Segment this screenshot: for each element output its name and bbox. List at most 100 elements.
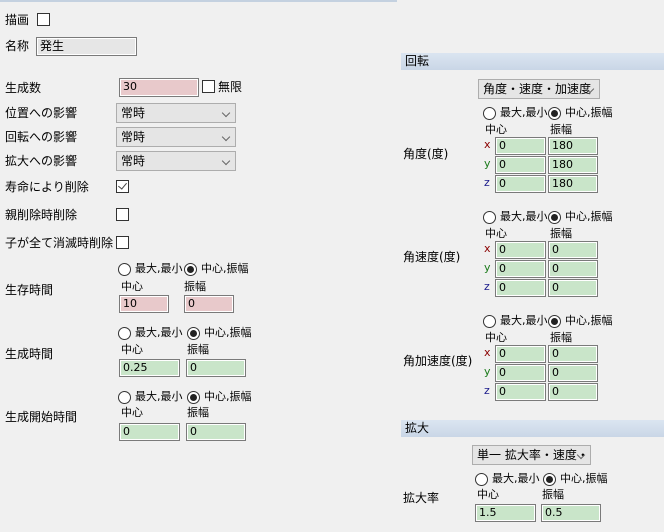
amplitude-col-label: 振幅	[550, 227, 572, 240]
spawn-start-radio-minmax[interactable]	[118, 391, 131, 404]
name-input[interactable]: 発生	[36, 37, 137, 56]
position-effect-label: 位置への影響	[5, 106, 78, 120]
position-effect-value: 常時	[121, 106, 146, 120]
spawn-count-input[interactable]: 30	[119, 78, 199, 97]
angle-z-center-input[interactable]: 0	[495, 175, 546, 193]
rotation-effect-select[interactable]: 常時	[116, 127, 236, 147]
remove-on-parent-checkbox[interactable]	[116, 208, 129, 221]
radio-center-label: 中心,振幅	[201, 262, 249, 275]
angacc-x-center-input[interactable]: 0	[495, 345, 546, 363]
scale-rate-amplitude-input[interactable]: 0.5	[541, 504, 601, 522]
scale-rate-radio-minmax[interactable]	[475, 473, 488, 486]
angle-radio-center[interactable]	[548, 107, 561, 120]
position-effect-select[interactable]: 常時	[116, 103, 236, 123]
lifetime-center-input[interactable]: 10	[119, 295, 169, 313]
x-axis-label: x	[484, 242, 491, 255]
z-axis-label: z	[484, 384, 490, 397]
angvel-x-amplitude-input[interactable]: 0	[548, 241, 598, 259]
angle-label: 角度(度)	[403, 147, 449, 161]
angle-x-center-input[interactable]: 0	[495, 137, 546, 155]
scale-rate-center-input[interactable]: 1.5	[475, 504, 536, 522]
amplitude-col-label: 振幅	[184, 280, 206, 293]
spawn-start-radio-center[interactable]	[187, 391, 200, 404]
angle-x-amplitude-input[interactable]: 180	[548, 137, 598, 155]
angular-accel-radio-minmax[interactable]	[483, 315, 496, 328]
chevron-down-icon	[221, 132, 231, 142]
spawn-start-label: 生成開始時間	[5, 410, 78, 424]
center-col-label: 中心	[121, 280, 143, 293]
spawn-start-center-input[interactable]: 0	[119, 423, 180, 441]
y-axis-label: y	[484, 261, 491, 274]
center-col-label: 中心	[477, 488, 499, 501]
remove-by-life-checkbox[interactable]	[116, 180, 129, 193]
angvel-x-center-input[interactable]: 0	[495, 241, 546, 259]
angle-z-amplitude-input[interactable]: 180	[548, 175, 598, 193]
spawn-time-radio-minmax[interactable]	[118, 327, 131, 340]
amplitude-col-label: 振幅	[550, 123, 572, 136]
rotation-mode-select[interactable]: 角度・速度・加速度	[478, 79, 600, 99]
z-axis-label: z	[484, 280, 490, 293]
center-col-label: 中心	[485, 123, 507, 136]
radio-center-label: 中心,振幅	[204, 390, 252, 403]
rotation-mode-value: 角度・速度・加速度	[483, 82, 592, 96]
top-divider	[0, 0, 397, 2]
radio-minmax-label: 最大,最小	[135, 326, 183, 339]
x-axis-label: x	[484, 346, 491, 359]
radio-center-label: 中心,振幅	[565, 106, 613, 119]
amplitude-col-label: 振幅	[187, 406, 209, 419]
angle-radio-minmax[interactable]	[483, 107, 496, 120]
radio-center-label: 中心,振幅	[565, 210, 613, 223]
amplitude-col-label: 振幅	[187, 343, 209, 356]
amplitude-col-label: 振幅	[542, 488, 564, 501]
lifetime-amplitude-input[interactable]: 0	[184, 295, 234, 313]
infinite-checkbox[interactable]	[202, 80, 215, 93]
remove-on-parent-label: 親削除時削除	[5, 208, 78, 222]
lifetime-radio-minmax[interactable]	[118, 263, 131, 276]
center-col-label: 中心	[485, 227, 507, 240]
angacc-z-center-input[interactable]: 0	[495, 383, 546, 401]
spawn-time-radio-center[interactable]	[187, 327, 200, 340]
angle-y-center-input[interactable]: 0	[495, 156, 546, 174]
angular-velocity-radio-center[interactable]	[548, 211, 561, 224]
angular-velocity-radio-minmax[interactable]	[483, 211, 496, 224]
lifetime-radio-center[interactable]	[184, 263, 197, 276]
center-col-label: 中心	[121, 343, 143, 356]
radio-center-label: 中心,振幅	[565, 314, 613, 327]
angacc-y-amplitude-input[interactable]: 0	[548, 364, 598, 382]
angle-y-amplitude-input[interactable]: 180	[548, 156, 598, 174]
spawn-time-amplitude-input[interactable]: 0	[186, 359, 246, 377]
angular-accel-label: 角加速度(度)	[403, 354, 473, 368]
y-axis-label: y	[484, 157, 491, 170]
angvel-y-amplitude-input[interactable]: 0	[548, 260, 598, 278]
angular-velocity-label: 角速度(度)	[403, 250, 461, 264]
scale-rate-label: 拡大率	[403, 491, 440, 505]
spawn-time-label: 生成時間	[5, 347, 54, 361]
radio-minmax-label: 最大,最小	[135, 390, 183, 403]
radio-minmax-label: 最大,最小	[500, 314, 548, 327]
angacc-z-amplitude-input[interactable]: 0	[548, 383, 598, 401]
y-axis-label: y	[484, 365, 491, 378]
angular-accel-radio-center[interactable]	[548, 315, 561, 328]
spawn-start-amplitude-input[interactable]: 0	[186, 423, 246, 441]
scale-mode-select[interactable]: 単一 拡大率・速度・	[472, 445, 591, 465]
z-axis-label: z	[484, 176, 490, 189]
spawn-time-center-input[interactable]: 0.25	[119, 359, 180, 377]
draw-checkbox[interactable]	[37, 13, 50, 26]
angacc-x-amplitude-input[interactable]: 0	[548, 345, 598, 363]
angacc-y-center-input[interactable]: 0	[495, 364, 546, 382]
remove-on-children-checkbox[interactable]	[116, 236, 129, 249]
remove-on-children-label: 子が全て消滅時削除	[5, 236, 114, 250]
rotation-effect-label: 回転への影響	[5, 130, 78, 144]
scale-effect-select[interactable]: 常時	[116, 151, 236, 171]
angvel-z-amplitude-input[interactable]: 0	[548, 279, 598, 297]
center-col-label: 中心	[485, 331, 507, 344]
scale-rate-radio-center[interactable]	[543, 473, 556, 486]
radio-center-label: 中心,振幅	[560, 472, 608, 485]
lifetime-label: 生存時間	[5, 283, 54, 297]
radio-minmax-label: 最大,最小	[500, 106, 548, 119]
angvel-y-center-input[interactable]: 0	[495, 260, 546, 278]
name-label: 名称	[5, 39, 30, 53]
angvel-z-center-input[interactable]: 0	[495, 279, 546, 297]
spawn-count-label: 生成数	[5, 81, 42, 95]
scale-effect-value: 常時	[121, 154, 146, 168]
